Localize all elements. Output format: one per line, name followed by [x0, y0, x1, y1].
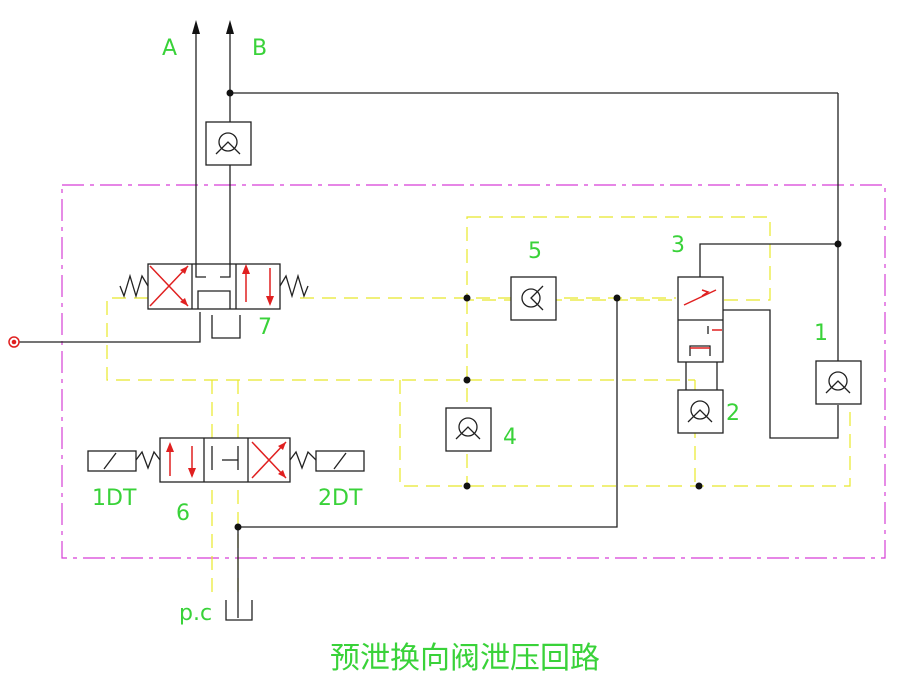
- label-2: 2: [726, 401, 740, 426]
- label-pc: p.c: [179, 601, 212, 626]
- check-valve-top: [205, 121, 252, 166]
- check-valve-4: [445, 407, 492, 452]
- main-lines: [14, 20, 839, 618]
- label-6: 6: [176, 501, 190, 526]
- label-3: 3: [671, 233, 685, 258]
- valve-6: [87, 437, 365, 483]
- label-1: 1: [814, 321, 828, 346]
- port-a-label: A: [162, 36, 177, 61]
- port-b-label: B: [252, 36, 267, 61]
- outer-frame: [61, 184, 886, 559]
- valve-3: [677, 276, 724, 363]
- label-5: 5: [528, 239, 542, 264]
- check-valve-5: [510, 276, 557, 321]
- label-4: 4: [503, 425, 517, 450]
- tank-symbols: [211, 315, 253, 621]
- check-valve-2: [677, 389, 724, 434]
- input-port: [8, 336, 20, 348]
- diagram-title: 预泄换向阀泄压回路: [330, 641, 600, 676]
- label-7: 7: [258, 315, 272, 340]
- label-2dt: 2DT: [318, 486, 363, 511]
- junction-dots: [226, 89, 842, 531]
- valve-7: [119, 263, 309, 310]
- label-1dt: 1DT: [92, 486, 137, 511]
- check-valve-1: [815, 360, 862, 405]
